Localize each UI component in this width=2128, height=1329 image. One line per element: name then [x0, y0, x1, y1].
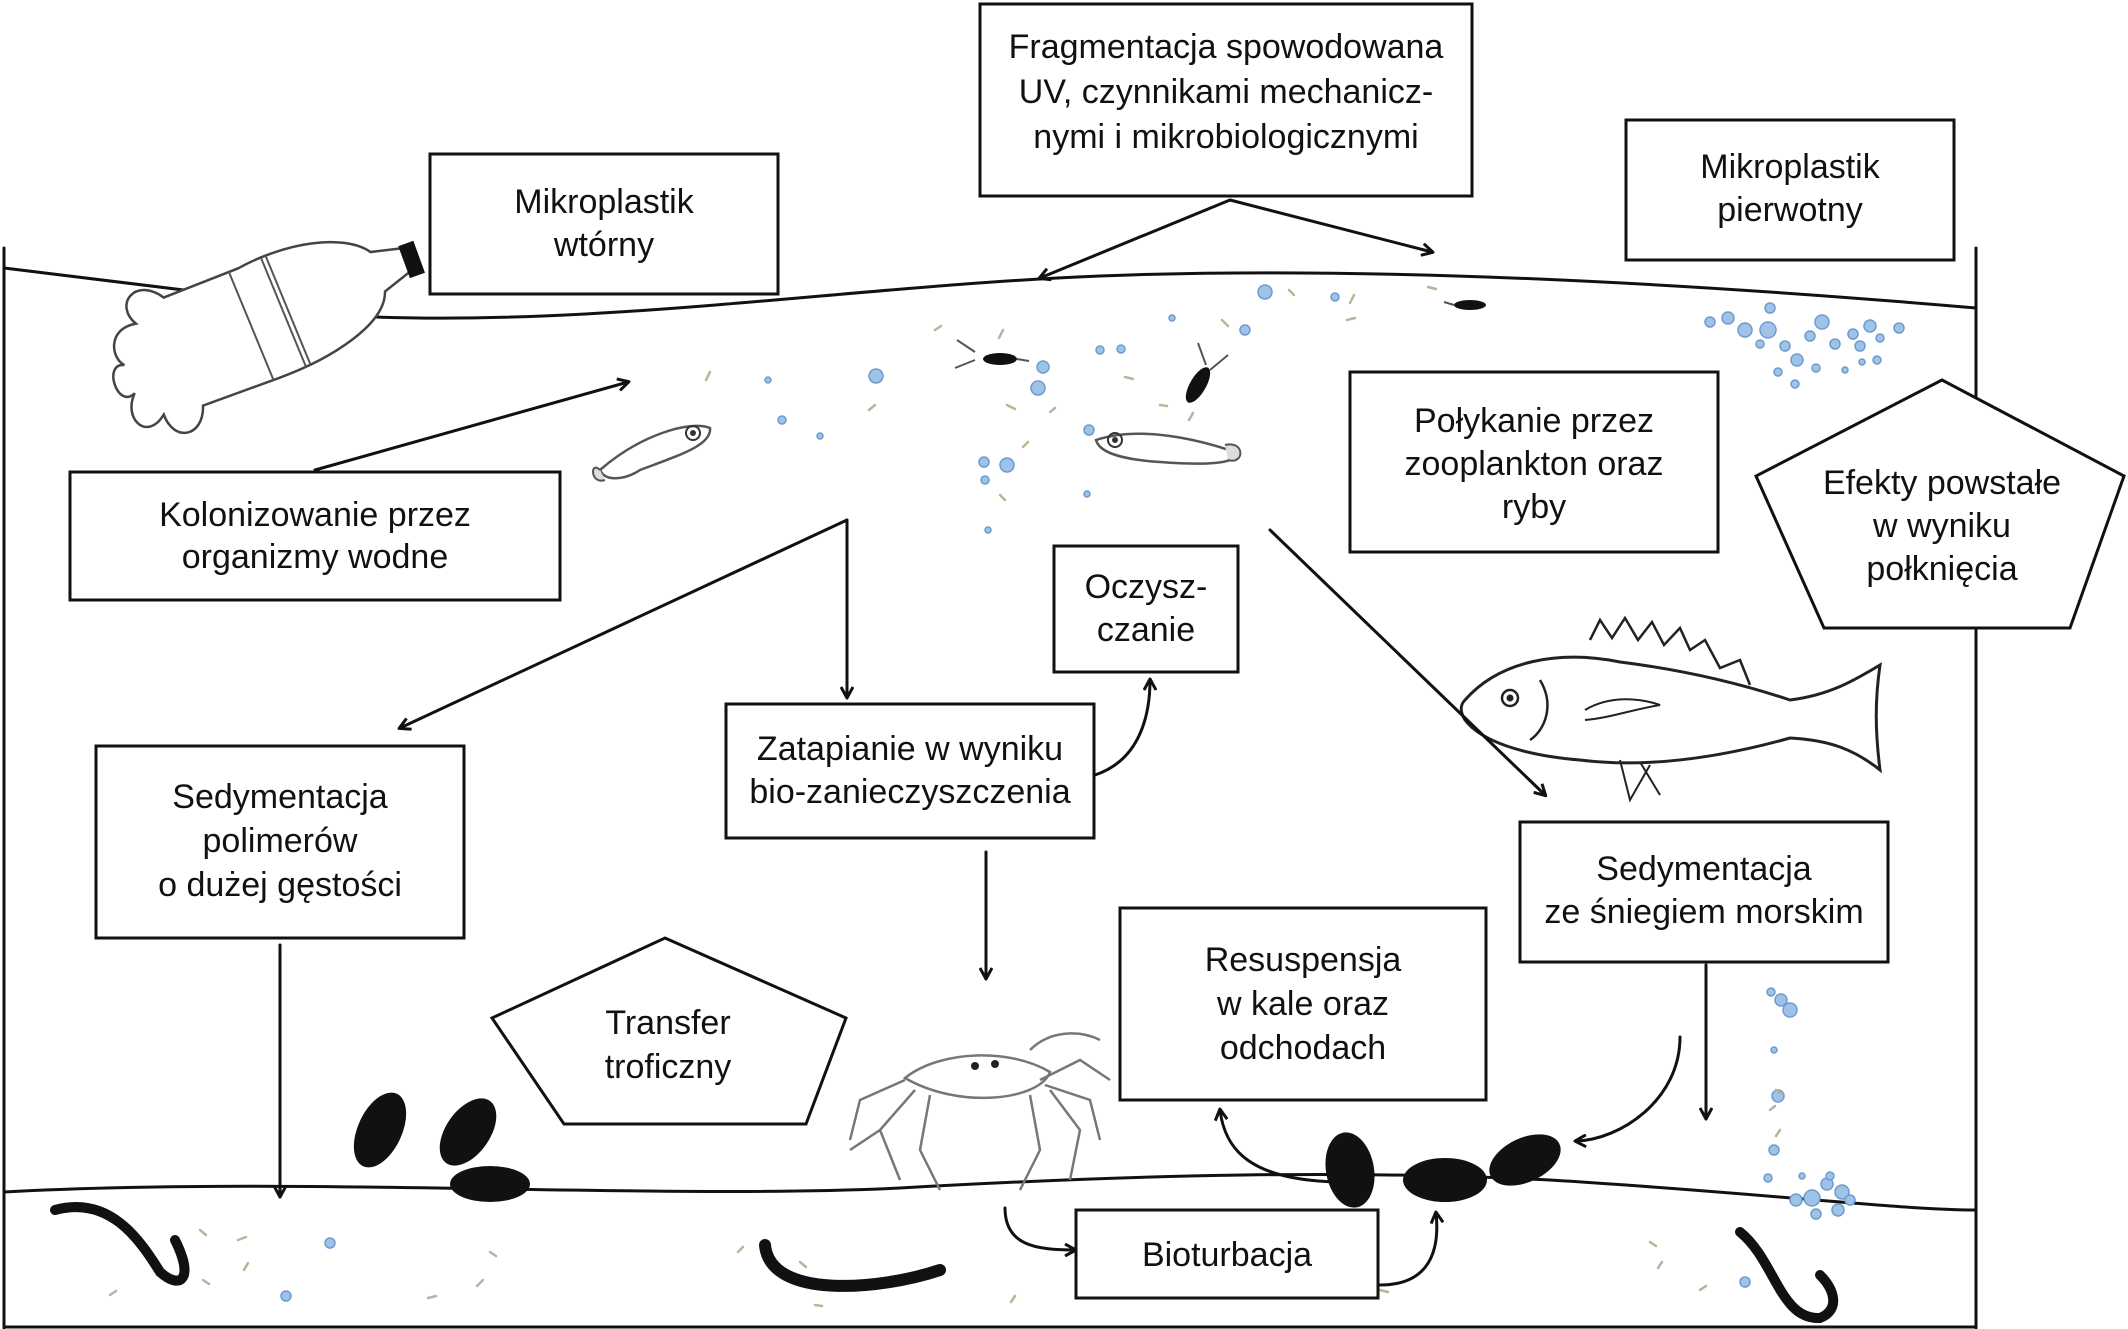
- sedimentation-dense-line-2: polimerów: [203, 822, 358, 860]
- marine-snow-box: Sedymentacja ze śniegiem morskim: [1518, 820, 1890, 964]
- fragmentation-box: Fragmentacja spowodowana UV, czynnikami …: [978, 2, 1474, 198]
- seabed-line: [2, 1172, 1978, 1212]
- resuspension-line-3: odchodach: [1220, 1029, 1386, 1067]
- ingestion-effects-line-3: połknięcia: [1866, 550, 2017, 588]
- cleaning-line-1: Oczysz-: [1085, 568, 1208, 606]
- resuspension-box: Resuspensja w kale oraz odchodach: [1118, 906, 1488, 1102]
- bioturbation-label: Bioturbacja: [1142, 1236, 1312, 1274]
- sedimentation-dense-line-3: o dużej gęstości: [158, 866, 402, 904]
- ingestion-effects-line-2: w wyniku: [1872, 507, 2011, 545]
- ingestion-line-1: Połykanie przez: [1414, 402, 1654, 440]
- microplastic-particles: [108, 284, 1905, 1308]
- primary-line-2: pierwotny: [1717, 191, 1863, 229]
- marine-snow-line-2: ze śniegiem morskim: [1544, 893, 1863, 931]
- ingestion-line-2: zooplankton oraz: [1405, 445, 1664, 483]
- primary-microplastic-box: Mikroplastik pierwotny: [1624, 118, 1956, 262]
- trophic-transfer-pentagon: Transfer troficzny: [489, 936, 848, 1126]
- zooplankton-icon: [954, 300, 1486, 403]
- fragmentation-line-3: nymi i mikrobiologicznymi: [1033, 118, 1418, 156]
- mussel-icon: [353, 1092, 1561, 1208]
- fragmentation-line-2: UV, czynnikami mechanicz-: [1019, 73, 1433, 111]
- cleaning-box: Oczysz- czanie: [1052, 544, 1240, 674]
- sedimentation-dense-box: Sedymentacja polimerów o dużej gęstości: [94, 744, 466, 940]
- ingestion-line-3: ryby: [1502, 488, 1566, 526]
- secondary-line-2: wtórny: [553, 226, 654, 264]
- bioturbation-box: Bioturbacja: [1074, 1208, 1380, 1300]
- ingestion-box: Połykanie przez zooplankton oraz ryby: [1348, 370, 1720, 554]
- worm-icon: [50, 1202, 1839, 1323]
- water-surface: [2, 266, 1978, 320]
- trophic-line-1: Transfer: [605, 1004, 730, 1042]
- trophic-line-2: troficzny: [605, 1048, 732, 1086]
- resuspension-line-2: w kale oraz: [1216, 985, 1389, 1023]
- sinking-box: Zatapianie w wyniku bio-zanieczyszczenia: [724, 702, 1096, 840]
- fish-larva-icon: [592, 424, 712, 482]
- cleaning-line-2: czanie: [1097, 611, 1195, 649]
- colonization-box: Kolonizowanie przez organizmy wodne: [68, 470, 562, 602]
- primary-line-1: Mikroplastik: [1700, 148, 1880, 186]
- perch-fish-icon: [1459, 615, 1882, 803]
- ingestion-effects-pentagon: Efekty powstałe w wyniku połknięcia: [1754, 378, 2126, 630]
- colonization-line-2: organizmy wodne: [182, 538, 448, 576]
- marine-snow-line-1: Sedymentacja: [1596, 850, 1812, 888]
- colonization-line-1: Kolonizowanie przez: [159, 496, 471, 534]
- plastic-bottle-icon: [112, 240, 425, 434]
- sinking-line-1: Zatapianie w wyniku: [757, 730, 1063, 768]
- crab-icon: [848, 1032, 1111, 1191]
- ingestion-effects-line-1: Efekty powstałe: [1823, 464, 2061, 502]
- fish-larva-icon: [1094, 432, 1242, 465]
- secondary-microplastic-box: Mikroplastik wtórny: [428, 152, 780, 296]
- sinking-line-2: bio-zanieczyszczenia: [749, 773, 1070, 811]
- resuspension-line-1: Resuspensja: [1205, 941, 1402, 979]
- arrows: [280, 198, 1706, 1287]
- sedimentation-dense-line-1: Sedymentacja: [172, 778, 388, 816]
- fragmentation-line-1: Fragmentacja spowodowana: [1009, 28, 1444, 66]
- secondary-line-1: Mikroplastik: [514, 183, 694, 221]
